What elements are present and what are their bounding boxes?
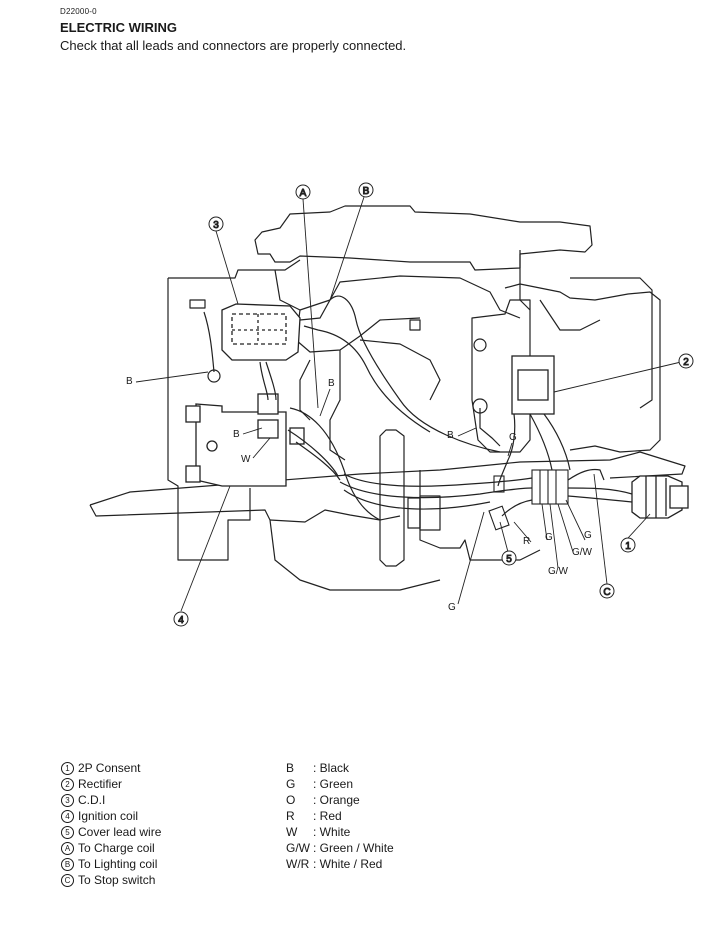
- color-code-item: G : Green: [286, 776, 394, 792]
- legend-text: 2P Consent: [78, 761, 141, 775]
- wire-labels: B B B W B G R G G G/W G/W G: [126, 376, 593, 613]
- wire-label: W: [241, 454, 251, 465]
- legend-item: 1 2P Consent: [61, 760, 161, 776]
- section-instruction: Check that all leads and connectors are …: [60, 38, 407, 53]
- callout-4-label: 4: [178, 615, 184, 626]
- cdi-unit: [221, 303, 301, 361]
- color-code-item: W/R: White / Red: [286, 856, 394, 872]
- callout-a: A: [295, 184, 311, 200]
- color-code: R: [286, 809, 295, 823]
- document-code: D22000-0: [60, 7, 97, 16]
- legend-text: Rectifier: [78, 777, 123, 791]
- callout-a-label: A: [300, 188, 307, 199]
- legend-text: C.D.I: [78, 793, 106, 807]
- callout-b-label: B: [363, 186, 370, 197]
- color-code-item: W : White: [286, 824, 394, 840]
- color-code-item: G/W: Green / White: [286, 840, 394, 856]
- wire-label: G: [448, 602, 456, 613]
- color-code: W: [286, 825, 298, 839]
- color-name: : Green: [313, 777, 354, 791]
- wire-label: B: [328, 378, 335, 389]
- legend-item: A To Charge coil: [61, 840, 161, 856]
- wire-label: G/W: [572, 547, 593, 558]
- color-name: : Red: [313, 809, 342, 823]
- wire-label: B: [126, 376, 133, 387]
- legend-text: Ignition coil: [78, 809, 139, 823]
- wire-label: G: [545, 532, 553, 543]
- color-name: : Black: [313, 761, 350, 775]
- legend-mark: 3: [61, 794, 74, 807]
- legend-text: To Charge coil: [78, 841, 155, 855]
- callout-3: 3: [208, 216, 224, 232]
- color-name: : White / Red: [313, 857, 383, 871]
- color-code: G/W: [286, 841, 310, 855]
- consent-connector: [631, 475, 689, 519]
- wire-label: B: [233, 429, 240, 440]
- callout-3-label: 3: [213, 220, 219, 231]
- wire-label: R: [523, 536, 530, 547]
- legend-item: 2 Rectifier: [61, 776, 161, 792]
- color-code-item: B : Black: [286, 760, 394, 776]
- legend-mark: 2: [61, 778, 74, 791]
- wire-harness: [203, 295, 633, 521]
- legend-mark: C: [61, 874, 74, 887]
- color-code-legend: B : Black G : Green O : Orange R : Red W : Wh…: [286, 760, 394, 872]
- legend-item: B To Lighting coil: [61, 856, 161, 872]
- legend-text: To Stop switch: [78, 873, 156, 887]
- legend-mark: 1: [61, 762, 74, 775]
- legend-item: 4 Ignition coil: [61, 808, 161, 824]
- color-code: W/R: [286, 857, 310, 871]
- legend-mark: A: [61, 842, 74, 855]
- callout-b: B: [358, 182, 374, 198]
- legend-mark: B: [61, 858, 74, 871]
- callout-c: C: [599, 583, 615, 599]
- rectifier: [511, 355, 555, 415]
- wire-label: G: [509, 432, 517, 443]
- color-name: : Green / White: [313, 841, 394, 855]
- legend-item: C To Stop switch: [61, 872, 161, 888]
- callout-5: 5: [501, 550, 517, 566]
- color-code: O: [286, 793, 296, 807]
- color-code-item: R : Red: [286, 808, 394, 824]
- legend-item: 3 C.D.I: [61, 792, 161, 808]
- legend-mark: 4: [61, 810, 74, 823]
- wire-label: G: [584, 530, 592, 541]
- legend-item: 5 Cover lead wire: [61, 824, 161, 840]
- color-code: B: [286, 761, 295, 775]
- callout-2-label: 2: [683, 357, 689, 368]
- color-code-item: O : Orange: [286, 792, 394, 808]
- callout-1-label: 1: [625, 541, 631, 552]
- wire-label: B: [447, 430, 454, 441]
- color-code: G: [286, 777, 296, 791]
- parts-legend: 1 2P Consent 2 Rectifier 3 C.D.I 4 Ignition …: [61, 760, 161, 888]
- ignition-coil: [185, 393, 305, 487]
- callout-c-label: C: [603, 587, 610, 598]
- callout-2: 2: [678, 353, 694, 369]
- callout-1: 1: [620, 537, 636, 553]
- legend-mark: 5: [61, 826, 74, 839]
- callout-5-label: 5: [506, 554, 512, 565]
- section-title: ELECTRIC WIRING: [60, 20, 177, 35]
- legend-text: To Lighting coil: [78, 857, 158, 871]
- legend-text: Cover lead wire: [78, 825, 162, 839]
- callout-4: 4: [173, 611, 189, 627]
- wire-label: G/W: [548, 566, 569, 577]
- color-name: : Orange: [313, 793, 360, 807]
- color-name: : White: [313, 825, 351, 839]
- leader-lines: [135, 196, 682, 612]
